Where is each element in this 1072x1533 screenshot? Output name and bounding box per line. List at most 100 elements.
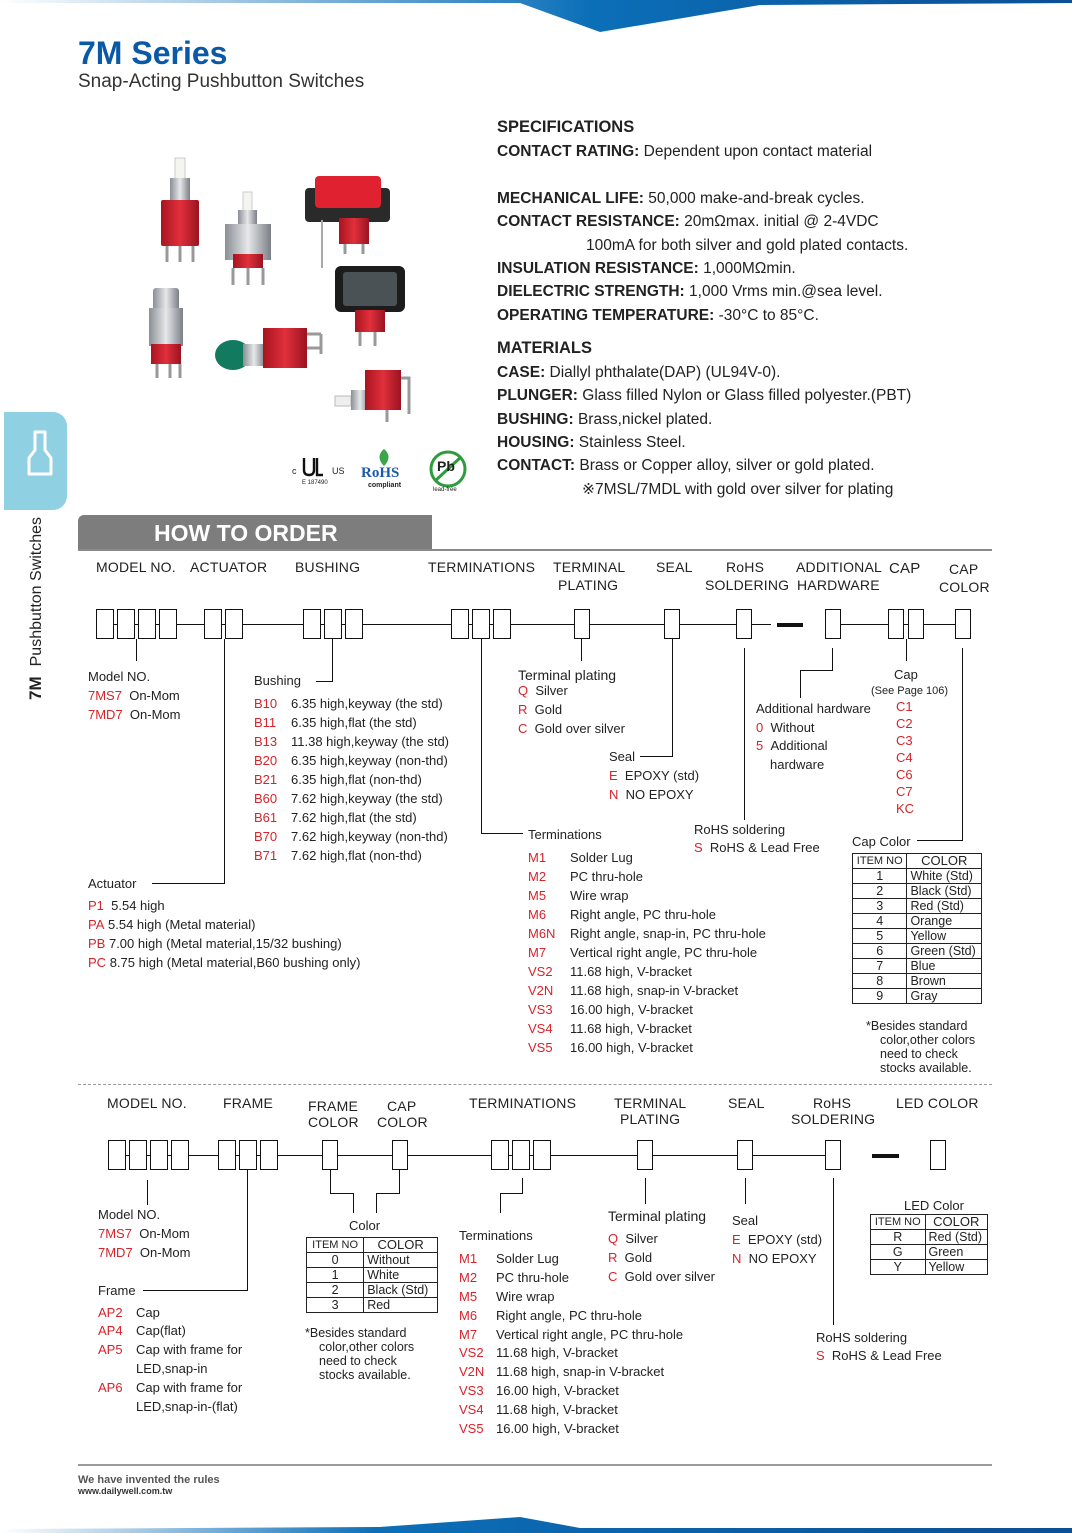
s1-model-title: Model NO. <box>88 669 151 684</box>
page-subtitle: Snap-Acting Pushbutton Switches <box>78 71 365 92</box>
list-item: B70 <box>254 829 278 844</box>
spec-operating-temp: OPERATING TEMPERATURE: -30°C to 85°C. <box>497 307 819 324</box>
list-item-desc: 11.68 high, V-bracket <box>496 1345 618 1360</box>
list-item: B21 <box>254 772 278 787</box>
s2-col-frame: FRAME <box>223 1095 273 1111</box>
list-item-desc: Solder Lug <box>570 850 633 865</box>
s1-leader-actuator-v <box>224 639 225 884</box>
s1-actuator-item: PC 8.75 high (Metal material,B60 bushing… <box>88 955 361 970</box>
s2-leader-seal <box>745 1178 746 1204</box>
list-item: VS4 <box>528 1021 553 1036</box>
list-item-desc: 16.00 high, V-bracket <box>570 1040 693 1055</box>
s1-term-box-1 <box>451 609 469 639</box>
s2-term-title: Terminations <box>459 1228 533 1243</box>
footer-slogan: We have invented the rules <box>78 1474 220 1486</box>
s2-cap-box <box>392 1140 408 1170</box>
material-plunger: PLUNGER: Glass filled Nylon or Glass fil… <box>497 387 912 404</box>
s1-leader-seal-h <box>640 756 673 757</box>
list-item-desc: LED,snap-in <box>136 1361 208 1376</box>
pushbutton-icon <box>27 430 53 476</box>
list-item-desc: PC thru-hole <box>496 1270 569 1285</box>
list-item: C4 <box>896 750 913 765</box>
s2-model-title: Model NO. <box>98 1207 161 1222</box>
s2-model-box-2 <box>129 1140 147 1170</box>
s1-plating-title: Terminal plating <box>518 667 617 683</box>
s2-dash <box>872 1154 899 1158</box>
list-item: V2N <box>528 983 554 998</box>
s1-leader-model <box>136 639 137 661</box>
list-item-desc: Cap with frame for <box>136 1342 243 1357</box>
s2-col-framecolor-1: FRAME <box>308 1098 358 1114</box>
list-item-desc: Cap(flat) <box>136 1323 186 1338</box>
s2-rohs-box <box>825 1140 841 1170</box>
bottom-banner <box>0 1517 1072 1533</box>
table-header: COLOR <box>363 1237 438 1253</box>
how-to-order-heading: HOW TO ORDER <box>154 520 338 546</box>
s2-col-framecolor-2: COLOR <box>308 1114 359 1130</box>
s2-leader-cap-h <box>376 1193 400 1194</box>
s1-col-rohs-2: SOLDERING <box>705 577 790 593</box>
s2-col-cap-2: COLOR <box>377 1114 428 1130</box>
list-item: B13 <box>254 734 278 749</box>
s1-addhw-item: 0 Without <box>756 720 815 735</box>
s1-actuator-item: PA 5.54 high (Metal material) <box>88 917 256 932</box>
list-item-desc: Right angle, snap-in, PC thru-hole <box>570 926 766 941</box>
s1-capcolor-note: *Besides standard color,other colors nee… <box>866 1019 976 1075</box>
s2-col-plating-1: TERMINAL <box>614 1095 687 1111</box>
s1-addhw-line3: hardware <box>770 757 825 772</box>
s2-leader-cap-v <box>399 1170 400 1194</box>
s1-actuator-title: Actuator <box>88 876 137 891</box>
section-divider <box>78 1084 992 1085</box>
s1-box-connector <box>96 624 771 625</box>
list-item: VS2 <box>528 964 553 979</box>
list-item-desc: 16.00 high, V-bracket <box>496 1421 619 1436</box>
list-item: M6 <box>459 1308 478 1323</box>
s1-model-box-1 <box>96 609 114 639</box>
s1-col-terminations: TERMINATIONS <box>428 559 536 575</box>
s2-plating-title: Terminal plating <box>608 1208 707 1224</box>
list-item: AP2 <box>98 1305 123 1320</box>
s2-color-note: *Besides standard color,other colors nee… <box>305 1326 415 1382</box>
s2-col-terminations: TERMINATIONS <box>469 1095 577 1111</box>
s2-col-model: MODEL NO. <box>107 1095 187 1111</box>
s2-col-rohs-2: SOLDERING <box>791 1111 876 1127</box>
s1-plating-box <box>574 609 590 639</box>
s2-rohs-item: S RoHS & Lead Free <box>816 1348 942 1363</box>
s1-leader-addhw-h <box>800 670 833 671</box>
s1-addhw-box <box>825 609 841 639</box>
s1-col-addhw-2: HARDWARE <box>797 577 880 593</box>
s1-rohs-box <box>736 609 752 639</box>
list-item-desc: 11.68 high, V-bracket <box>570 1021 692 1036</box>
s1-cap-box-2 <box>908 609 924 639</box>
s1-bushing-title: Bushing <box>254 673 301 688</box>
s2-color-title: Color <box>349 1218 381 1233</box>
s2-leader-frame-v <box>247 1170 248 1291</box>
list-item: VS4 <box>459 1402 484 1417</box>
list-item-desc: Solder Lug <box>496 1251 559 1266</box>
list-item: B10 <box>254 696 278 711</box>
spec-insulation: INSULATION RESISTANCE: 1,000MΩmin. <box>497 260 796 277</box>
s1-cap-box-1 <box>888 609 904 639</box>
s2-plating-item: C Gold over silver <box>608 1269 715 1284</box>
list-item: VS3 <box>528 1002 553 1017</box>
s2-leader-plating <box>645 1178 646 1204</box>
s1-leader-bushing-h <box>316 681 333 682</box>
list-item-desc: 11.68 high, V-bracket <box>496 1402 618 1417</box>
s2-seal-title: Seal <box>732 1213 759 1228</box>
s1-col-bushing: BUSHING <box>295 559 361 575</box>
list-item-desc: 11.38 high,keyway (the std) <box>291 734 450 749</box>
s2-leader-framecolor-h <box>330 1193 353 1194</box>
s2-model-box-1 <box>108 1140 126 1170</box>
list-item: B60 <box>254 791 278 806</box>
list-item: M1 <box>459 1251 478 1266</box>
s1-actuator-item: P1 5.54 high <box>88 898 165 913</box>
s2-leader-frame-h <box>143 1290 248 1291</box>
s2-leader-cap-v2 <box>376 1193 377 1213</box>
